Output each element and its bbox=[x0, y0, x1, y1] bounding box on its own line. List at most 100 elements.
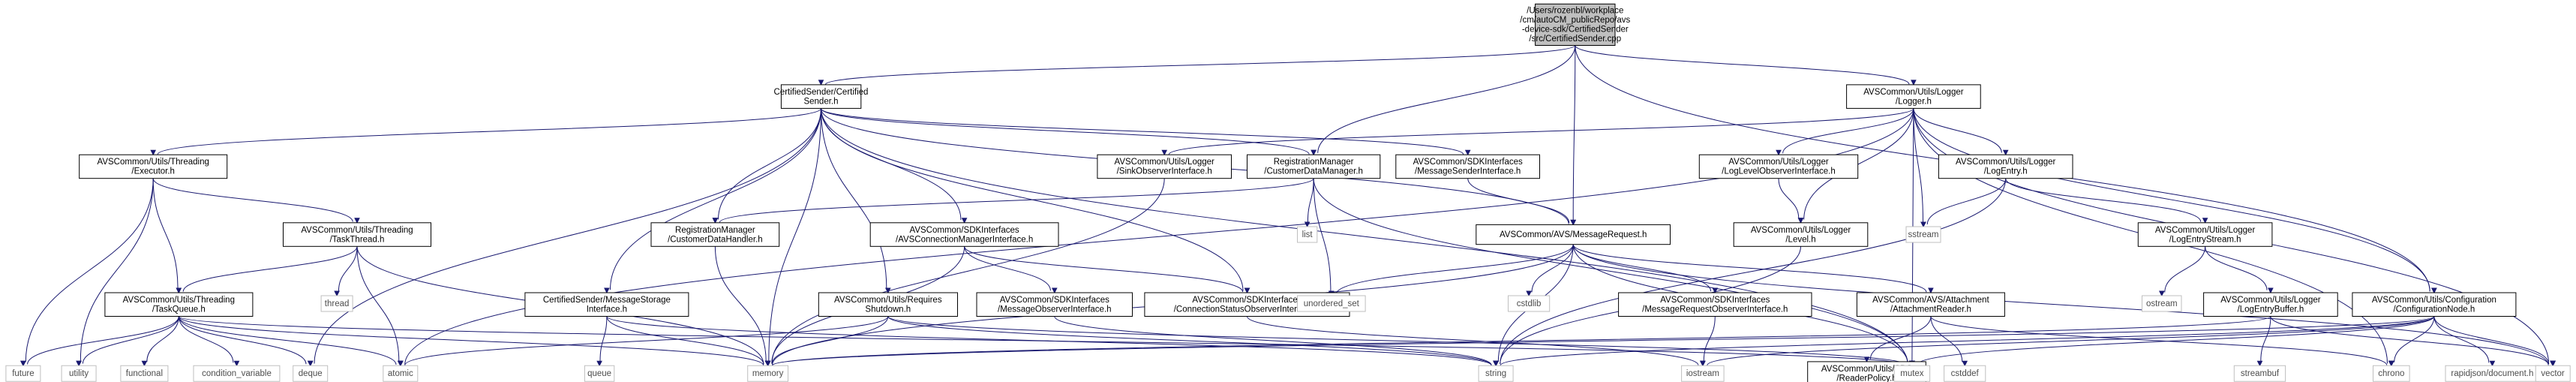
edge-line bbox=[178, 316, 764, 366]
node-queue[interactable]: queue bbox=[584, 365, 615, 382]
node-rm_cdh[interactable]: RegistrationManager/CustomerDataHandler.… bbox=[650, 222, 780, 247]
node-label-line: unordered_set bbox=[1304, 299, 1360, 308]
node-label-line: deque bbox=[299, 369, 323, 378]
arrowhead-icon bbox=[818, 80, 824, 86]
node-label-line: list bbox=[1302, 230, 1314, 239]
edge-avsconn-to-msgobs bbox=[964, 246, 1058, 294]
node-streambuf[interactable]: streambuf bbox=[2233, 365, 2286, 382]
node-attreader[interactable]: AVSCommon/AVS/Attachment/AttachmentReade… bbox=[1856, 292, 2005, 317]
edge-logger_h-to-sstream bbox=[1913, 108, 1926, 228]
edge-rm_cdh-to-memory bbox=[714, 246, 771, 367]
leaf-node-box bbox=[383, 365, 419, 382]
node-avsconn[interactable]: AVSCommon/SDKInterfaces/AVSConnectionMan… bbox=[869, 222, 1059, 247]
node-label-line: utility bbox=[69, 369, 89, 378]
edge-line bbox=[1916, 316, 2435, 366]
node-utility[interactable]: utility bbox=[61, 365, 97, 382]
node-label-line: /ConfigurationNode.h bbox=[2394, 305, 2475, 314]
node-label-line: mutex bbox=[1900, 369, 1924, 378]
node-deque[interactable]: deque bbox=[293, 365, 329, 382]
arrowhead-icon bbox=[2489, 360, 2496, 367]
node-confnode[interactable]: AVSCommon/Utils/Configuration/Configurat… bbox=[2352, 292, 2517, 317]
node-ostream[interactable]: ostream bbox=[2142, 295, 2182, 312]
arrowhead-icon bbox=[1797, 218, 1804, 224]
node-rapidjson[interactable]: rapidjson/document.h bbox=[2445, 365, 2540, 382]
node-label-line: rapidjson/document.h bbox=[2451, 369, 2533, 378]
arrowhead-icon bbox=[764, 360, 771, 367]
edge-line bbox=[2433, 316, 2550, 364]
node-leb[interactable]: AVSCommon/Utils/Logger/LogEntryBuffer.h bbox=[2203, 292, 2338, 317]
node-box bbox=[1618, 292, 1812, 317]
node-msgreq[interactable]: AVSCommon/AVS/MessageRequest.h bbox=[1476, 224, 1671, 245]
node-msgobs[interactable]: AVSCommon/SDKInterfaces/MessageObserverI… bbox=[976, 292, 1133, 317]
edge-root-to-logger_h bbox=[1575, 45, 1917, 86]
node-iostream[interactable]: iostream bbox=[1681, 365, 1725, 382]
node-thread[interactable]: thread bbox=[320, 295, 353, 312]
node-taskthread[interactable]: AVSCommon/Utils/Threading/TaskThread.h bbox=[283, 222, 431, 247]
edge-confnode-to-vector bbox=[2433, 316, 2556, 367]
node-future[interactable]: future bbox=[5, 365, 41, 382]
leaf-node-box bbox=[2142, 295, 2182, 312]
edge-msgreq-to-unordered_set bbox=[1328, 244, 1574, 297]
node-lvlobs[interactable]: AVSCommon/Utils/Logger/LogLevelObserverI… bbox=[1698, 154, 1859, 179]
node-label-line: /LogEntry.h bbox=[1984, 167, 2028, 176]
node-msgsender[interactable]: AVSCommon/SDKInterfaces/MessageSenderInt… bbox=[1395, 154, 1541, 179]
edge-avsconn-to-connstat bbox=[964, 246, 1250, 294]
edge-logentry-to-string bbox=[1493, 178, 2007, 367]
node-msgreqobs[interactable]: AVSCommon/SDKInterfaces/MessageRequestOb… bbox=[1618, 292, 1812, 317]
node-logger_h[interactable]: AVSCommon/Utils/Logger/Logger.h bbox=[1846, 84, 1981, 109]
node-cstdlib[interactable]: cstdlib bbox=[1508, 295, 1551, 312]
node-list[interactable]: list bbox=[1297, 226, 1318, 243]
node-cstddef[interactable]: cstddef bbox=[1944, 365, 1986, 382]
node-logentry[interactable]: AVSCommon/Utils/Logger/LogEntry.h bbox=[1938, 154, 2073, 179]
node-condition_variable[interactable]: condition_variable bbox=[193, 365, 281, 382]
node-box bbox=[1856, 292, 2005, 317]
edge-logentry-to-les bbox=[2005, 178, 2208, 224]
edge-line bbox=[821, 108, 887, 289]
edge-les-to-ostream bbox=[2158, 246, 2206, 297]
edge-line bbox=[2164, 246, 2206, 293]
edge-line bbox=[821, 108, 1464, 155]
node-sink[interactable]: AVSCommon/Utils/Logger/SinkObserverInter… bbox=[1097, 154, 1232, 179]
node-taskqueue[interactable]: AVSCommon/Utils/Threading/TaskQueue.h bbox=[104, 292, 254, 317]
leaf-node-box bbox=[61, 365, 97, 382]
node-les[interactable]: AVSCommon/Utils/Logger/LogEntryStream.h bbox=[2137, 222, 2273, 247]
edge-root-to-rm_cdm bbox=[1311, 45, 1576, 156]
node-atomic[interactable]: atomic bbox=[383, 365, 419, 382]
node-label-line: atomic bbox=[388, 369, 413, 378]
node-cs_h[interactable]: CertifiedSender/CertifiedSender.h bbox=[774, 84, 869, 109]
node-sstream[interactable]: sstream bbox=[1905, 226, 1941, 243]
edge-line bbox=[314, 108, 821, 364]
node-storage[interactable]: CertifiedSender/MessageStorageInterface.… bbox=[524, 292, 689, 317]
node-root[interactable]: /Users/rozenbl/workplace/cm/autoCM_publi… bbox=[1520, 3, 1631, 47]
edge-line bbox=[1703, 316, 1716, 362]
edge-line bbox=[606, 316, 764, 365]
edge-les-to-leb bbox=[2205, 246, 2274, 294]
edge-line bbox=[82, 316, 179, 364]
node-rm_cdm[interactable]: RegistrationManager/CustomerDataManager.… bbox=[1247, 154, 1381, 179]
edge-line bbox=[178, 316, 397, 365]
node-label-line: AVSCommon/Utils/Logger bbox=[1115, 158, 1215, 167]
arrowhead-icon bbox=[397, 360, 404, 367]
node-unordered_set[interactable]: unordered_set bbox=[1297, 295, 1366, 312]
edge-rm_cdm-to-list bbox=[1304, 178, 1314, 228]
node-functional[interactable]: functional bbox=[120, 365, 169, 382]
node-string[interactable]: string bbox=[1478, 365, 1514, 382]
node-executor[interactable]: AVSCommon/Utils/Threading/Executor.h bbox=[79, 154, 228, 179]
node-level[interactable]: AVSCommon/Utils/Logger/Level.h bbox=[1733, 222, 1869, 247]
node-label-line: string bbox=[1485, 369, 1506, 378]
edge-confnode-to-chrono bbox=[2388, 316, 2435, 367]
leaf-node-box bbox=[2535, 365, 2571, 382]
node-label-line: AVSCommon/Utils/Requires bbox=[834, 296, 942, 305]
node-mutex[interactable]: mutex bbox=[1893, 365, 1931, 382]
edge-line bbox=[719, 178, 1314, 223]
edge-line bbox=[25, 178, 154, 362]
node-chrono[interactable]: chrono bbox=[2373, 365, 2410, 382]
node-label-line: AVSCommon/Utils/Threading bbox=[123, 296, 235, 305]
node-label-line: condition_variable bbox=[202, 369, 272, 378]
edge-root-to-cs_h bbox=[818, 44, 1576, 86]
node-vector[interactable]: vector bbox=[2535, 365, 2571, 382]
node-memory[interactable]: memory bbox=[747, 365, 789, 382]
edge-msgreq-to-attreader bbox=[1572, 244, 1934, 294]
arrowhead-icon bbox=[354, 218, 360, 224]
